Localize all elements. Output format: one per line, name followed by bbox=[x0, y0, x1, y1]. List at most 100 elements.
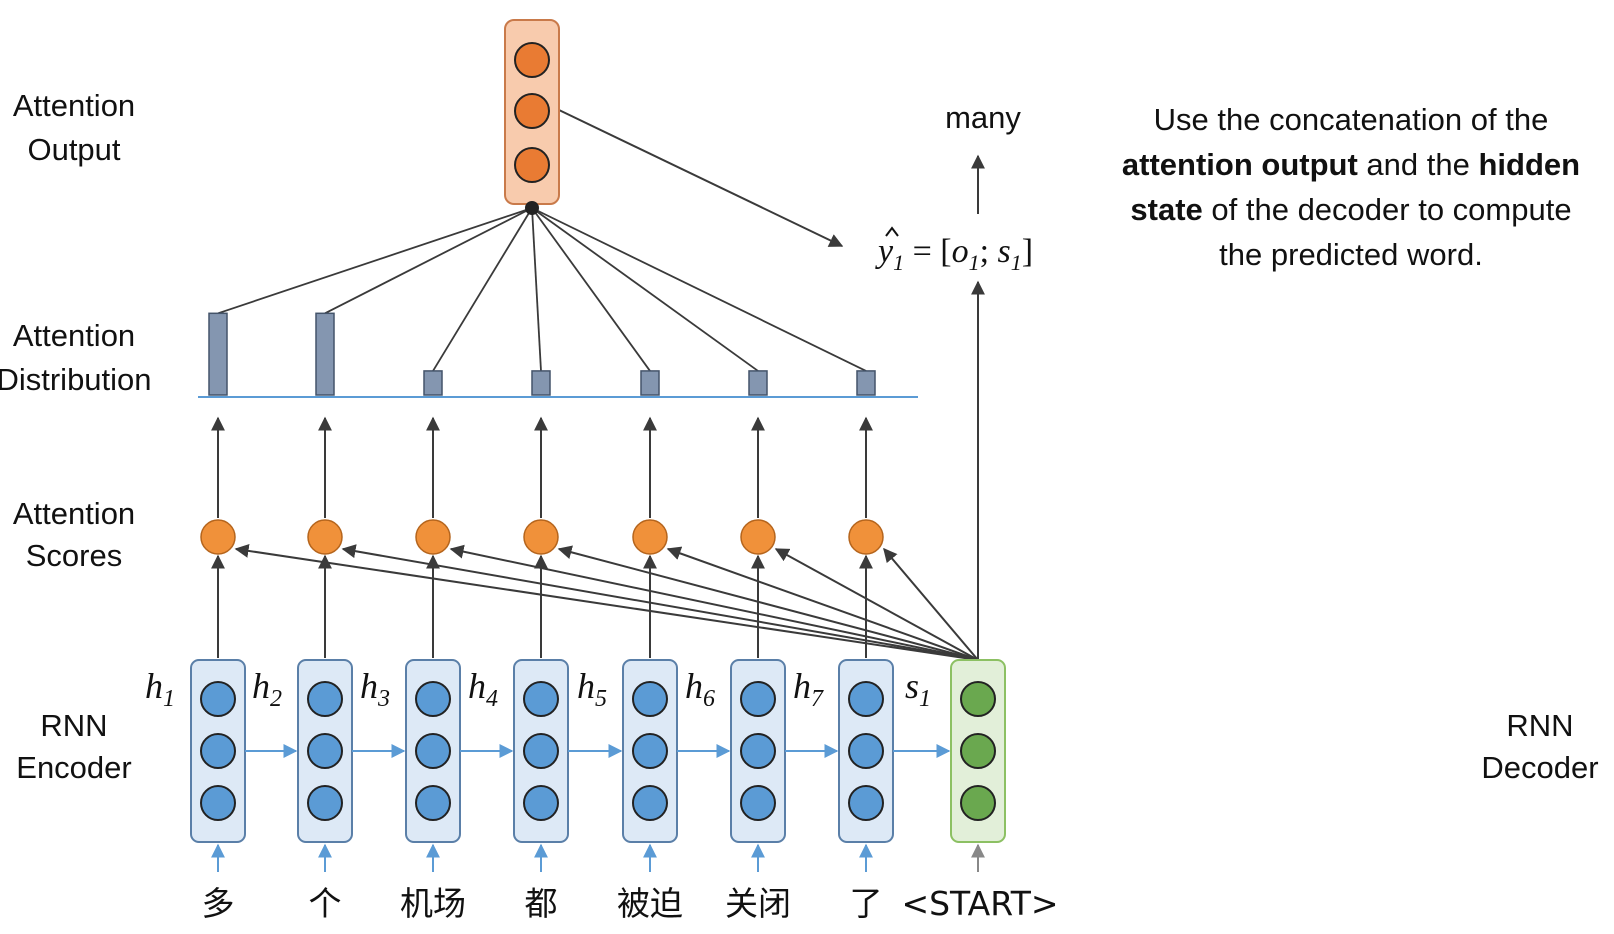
rnn-decoder-cell: s1 bbox=[905, 659, 1006, 843]
distribution-to-output-line bbox=[531, 207, 759, 372]
note-line4: the predicted word. bbox=[1219, 237, 1483, 272]
hidden-state-symbol: h bbox=[577, 666, 595, 706]
attention-score-node bbox=[740, 519, 776, 555]
note-line3-rest: of the decoder to compute bbox=[1203, 192, 1572, 227]
hidden-state-symbol: h bbox=[793, 666, 811, 706]
output-to-formula-arrow bbox=[558, 109, 844, 247]
distribution-to-output-line bbox=[324, 207, 533, 315]
attention-score-node bbox=[307, 519, 343, 555]
encoder-neuron bbox=[848, 733, 884, 769]
encoder-neuron bbox=[415, 733, 451, 769]
formula-o: o bbox=[952, 233, 969, 270]
decoder-neuron bbox=[960, 681, 996, 717]
source-word: 被迫 bbox=[617, 884, 683, 923]
source-word: 关闭 bbox=[725, 884, 791, 923]
attention-score-node bbox=[415, 519, 451, 555]
encoder-neuron bbox=[523, 733, 559, 769]
formula-y: y bbox=[875, 233, 894, 270]
decoder-to-score-arrow bbox=[774, 548, 979, 661]
source-word: 了 bbox=[850, 884, 883, 923]
attention-output-vector bbox=[504, 19, 560, 215]
formula-hat-accent bbox=[885, 226, 899, 237]
distribution-to-output-line bbox=[217, 207, 533, 315]
attention-bar bbox=[748, 370, 768, 396]
attention-score-node bbox=[632, 519, 668, 555]
encoder-neuron bbox=[200, 785, 236, 821]
distribution-to-output-line bbox=[531, 207, 542, 371]
note-line2: attention output and the hidden bbox=[1122, 147, 1580, 182]
encoder-neuron bbox=[740, 681, 776, 717]
decoder-to-score-arrow bbox=[341, 544, 979, 661]
distribution-to-output-line bbox=[531, 207, 651, 372]
encoder-neuron bbox=[740, 733, 776, 769]
note-bold-hidden: hidden bbox=[1478, 147, 1580, 182]
note-bold-state: state bbox=[1130, 192, 1202, 227]
hidden-state-label: h4 bbox=[468, 666, 498, 712]
formula-text: y1 = [o1; s1] bbox=[875, 233, 1033, 275]
decoder-neuron bbox=[960, 785, 996, 821]
hidden-state-index: 7 bbox=[811, 686, 824, 712]
note-line1: Use the concatenation of the bbox=[1154, 102, 1549, 137]
hidden-state-symbol: h bbox=[685, 666, 703, 706]
attention-bar bbox=[640, 370, 660, 396]
hidden-state-label: h1 bbox=[145, 666, 175, 712]
hidden-state-index: 5 bbox=[595, 686, 607, 712]
hidden-state-index: 6 bbox=[703, 686, 715, 712]
encoder-neuron bbox=[632, 733, 668, 769]
label-rnn-encoder-line1: RNN bbox=[40, 708, 107, 743]
hidden-state-label: h2 bbox=[252, 666, 282, 712]
attention-score-node bbox=[200, 519, 236, 555]
label-rnn-decoder-line1: RNN bbox=[1506, 708, 1573, 743]
label-attention-output-line2: Output bbox=[27, 132, 120, 167]
encoder-neuron bbox=[848, 785, 884, 821]
encoder-neuron bbox=[415, 681, 451, 717]
formula-close: ] bbox=[1022, 233, 1033, 270]
label-attention-distribution-line1: Attention bbox=[13, 318, 135, 353]
hidden-state-symbol: h bbox=[360, 666, 378, 706]
note-bold-attention-output: attention output bbox=[1122, 147, 1358, 182]
input-words: 多个机场都被迫关闭了<START> bbox=[202, 843, 1059, 923]
formula-s-sub: 1 bbox=[1011, 250, 1022, 275]
predicted-word: many bbox=[945, 100, 1021, 135]
decoder-neuron bbox=[960, 733, 996, 769]
formula-s: s bbox=[998, 233, 1011, 270]
weighted-sum-node bbox=[525, 201, 539, 215]
explanation-note: Use the concatenation of the attention o… bbox=[1122, 102, 1580, 272]
attention-bar bbox=[531, 370, 551, 396]
attention-output-neuron bbox=[514, 147, 550, 183]
attention-bar bbox=[856, 370, 876, 396]
hidden-state-symbol: h bbox=[145, 666, 163, 706]
hidden-state-label: h6 bbox=[685, 666, 715, 712]
hidden-state-label: h3 bbox=[360, 666, 390, 712]
encoder-neuron bbox=[307, 785, 343, 821]
hidden-state-index: 3 bbox=[377, 686, 390, 712]
encoder-neuron bbox=[632, 785, 668, 821]
hidden-state-index: 4 bbox=[486, 686, 498, 712]
attention-distribution-bars bbox=[198, 312, 918, 398]
attention-bar bbox=[315, 312, 335, 396]
decoder-state-label: s1 bbox=[905, 666, 931, 712]
distribution-to-output-line bbox=[531, 207, 867, 372]
encoder-neuron bbox=[307, 681, 343, 717]
source-word: 多 bbox=[202, 884, 235, 923]
attention-bar bbox=[423, 370, 443, 396]
hidden-state-symbol: h bbox=[252, 666, 270, 706]
hidden-state-index: 2 bbox=[270, 686, 282, 712]
decoder-input-word: <START> bbox=[901, 884, 1058, 923]
encoder-neuron bbox=[200, 733, 236, 769]
attention-bar bbox=[208, 312, 228, 396]
label-attention-scores-line1: Attention bbox=[13, 496, 135, 531]
decoder-to-score-arrow bbox=[557, 545, 979, 661]
hidden-state-label: h5 bbox=[577, 666, 607, 712]
attention-output-neuron bbox=[514, 93, 550, 129]
decoder-state-symbol: s bbox=[905, 666, 919, 706]
distribution-to-output-line bbox=[432, 207, 533, 372]
note-line3: state of the decoder to compute bbox=[1130, 192, 1571, 227]
hidden-state-index: 1 bbox=[163, 686, 175, 712]
note-line2-mid: and the bbox=[1358, 147, 1479, 182]
attention-score-node bbox=[523, 519, 559, 555]
source-word: 个 bbox=[309, 884, 342, 923]
encoder-neuron bbox=[848, 681, 884, 717]
